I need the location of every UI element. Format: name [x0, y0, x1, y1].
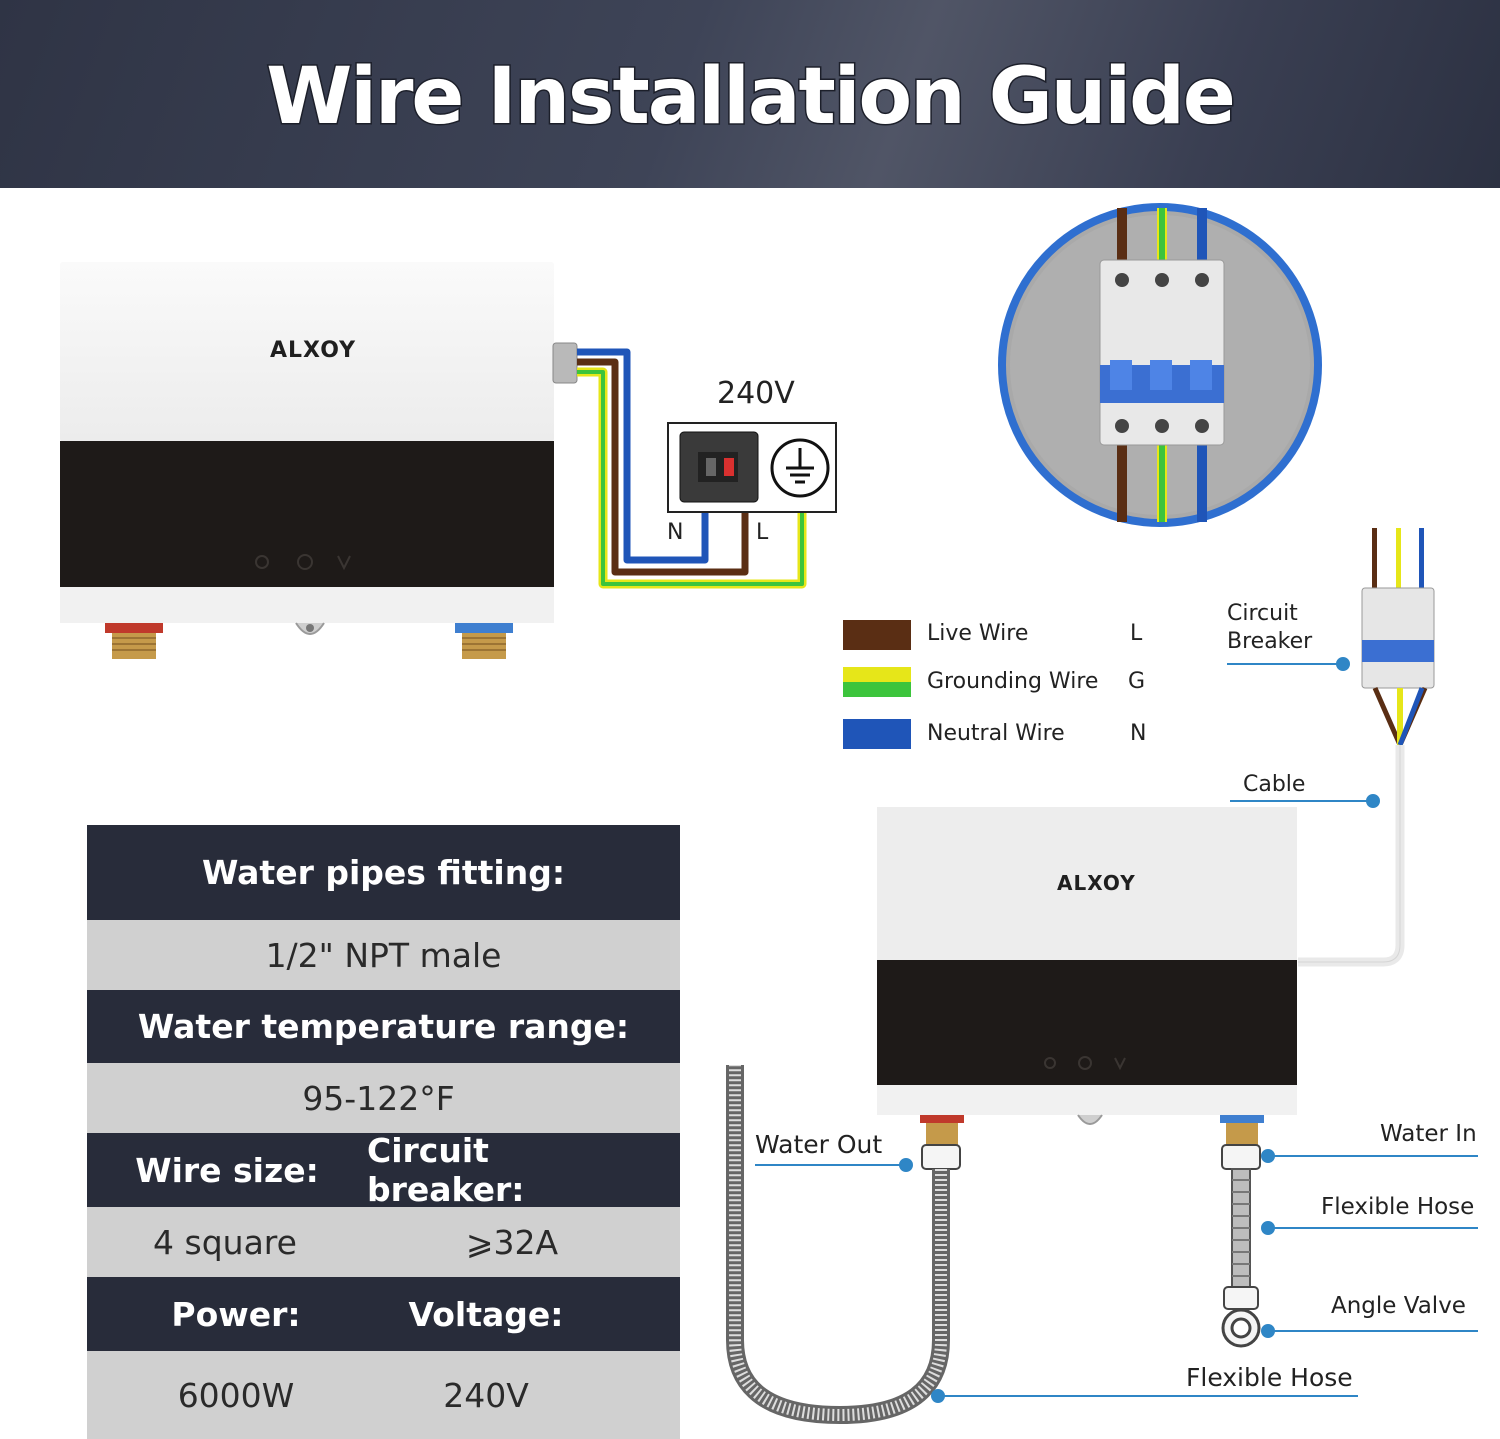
legend-ground-name: Grounding Wire — [927, 669, 1099, 694]
brand-label: ALXOY — [270, 338, 357, 363]
water-pipes-value: 1/2" NPT male — [265, 935, 502, 975]
breaker-closeup — [998, 203, 1322, 527]
cold-pipe-fitting — [455, 623, 513, 659]
legend-live-code: L — [1130, 621, 1143, 646]
live-wire-swatch — [843, 620, 911, 650]
legend-ground-code: G — [1128, 669, 1146, 694]
small-breaker — [1361, 528, 1435, 752]
hot-pipe-fitting — [105, 623, 163, 659]
callout-flexible-hose-right: Flexible Hose — [1321, 1194, 1475, 1220]
callout-circuit-breaker-line1: Circuit — [1227, 601, 1298, 626]
row-water-pipes-value: 1/2" NPT male — [87, 920, 680, 990]
live-wire — [577, 358, 749, 576]
heater-cover — [60, 262, 554, 442]
neutral-wire-swatch — [843, 719, 911, 749]
breaker-header: Circuit breaker: — [367, 1131, 525, 1209]
row-wire-breaker-header: Wire size: Circuit breaker: — [87, 1131, 680, 1209]
legend-live-name: Live Wire — [927, 621, 1029, 646]
neutral-terminal-label: N — [667, 520, 684, 545]
legend-neutral-code: N — [1130, 721, 1147, 746]
temp-value: 95-122°F — [302, 1078, 455, 1118]
cable-gland — [552, 342, 578, 384]
row-temp-header: Water temperature range: — [87, 990, 680, 1063]
wire-size-value: 4 square — [153, 1222, 297, 1262]
ground-wire-green — [577, 370, 804, 586]
wire-size-header: Wire size: — [135, 1150, 319, 1190]
installation-diagram — [726, 528, 1478, 1425]
white-cable — [1298, 745, 1405, 967]
power-header: Power: — [171, 1294, 301, 1334]
ground-wire-swatch — [843, 667, 911, 697]
live-terminal-label: L — [756, 520, 769, 545]
heater-base — [60, 587, 554, 623]
water-out-hose — [726, 1065, 950, 1425]
callout-water-out: Water Out — [755, 1130, 883, 1159]
heater-control-band — [877, 960, 1297, 1085]
voltage-value: 240V — [443, 1375, 529, 1415]
neutral-wire — [577, 348, 709, 564]
callout-circuit-breaker-line2: Breaker — [1227, 629, 1313, 654]
callout-cable: Cable — [1243, 772, 1306, 797]
water-pipes-header: Water pipes fitting: — [201, 853, 566, 892]
heater-top-details — [105, 342, 837, 659]
callout-water-in: Water In — [1380, 1121, 1477, 1147]
page-title: Wire Installation Guide — [265, 51, 1238, 144]
voltage-header: Voltage: — [408, 1294, 564, 1334]
callout-angle-valve: Angle Valve — [1331, 1293, 1466, 1319]
heater-base — [877, 1085, 1297, 1115]
breaker-value: ⩾32A — [465, 1222, 559, 1262]
row-power-voltage-header: Power: Voltage: — [87, 1277, 680, 1351]
callout-flexible-hose-bottom: Flexible Hose — [1186, 1363, 1353, 1392]
power-value: 6000W — [177, 1375, 295, 1415]
title-banner: Wire Installation Guide — [0, 0, 1500, 188]
control-icons — [255, 554, 351, 571]
row-wire-breaker-value: 4 square ⩾32A — [87, 1207, 680, 1277]
heater-cover — [877, 807, 1297, 960]
heater-control-band — [60, 441, 554, 587]
brand-label: ALXOY — [1057, 871, 1136, 895]
outlet-voltage-label: 240V — [717, 376, 795, 411]
row-water-pipes-header: Water pipes fitting: — [87, 825, 680, 920]
temp-header: Water temperature range: — [137, 1007, 630, 1046]
row-temp-value: 95-122°F — [87, 1063, 680, 1133]
legend-neutral-name: Neutral Wire — [927, 721, 1065, 746]
row-power-voltage-value: 6000W 240V — [87, 1351, 680, 1439]
